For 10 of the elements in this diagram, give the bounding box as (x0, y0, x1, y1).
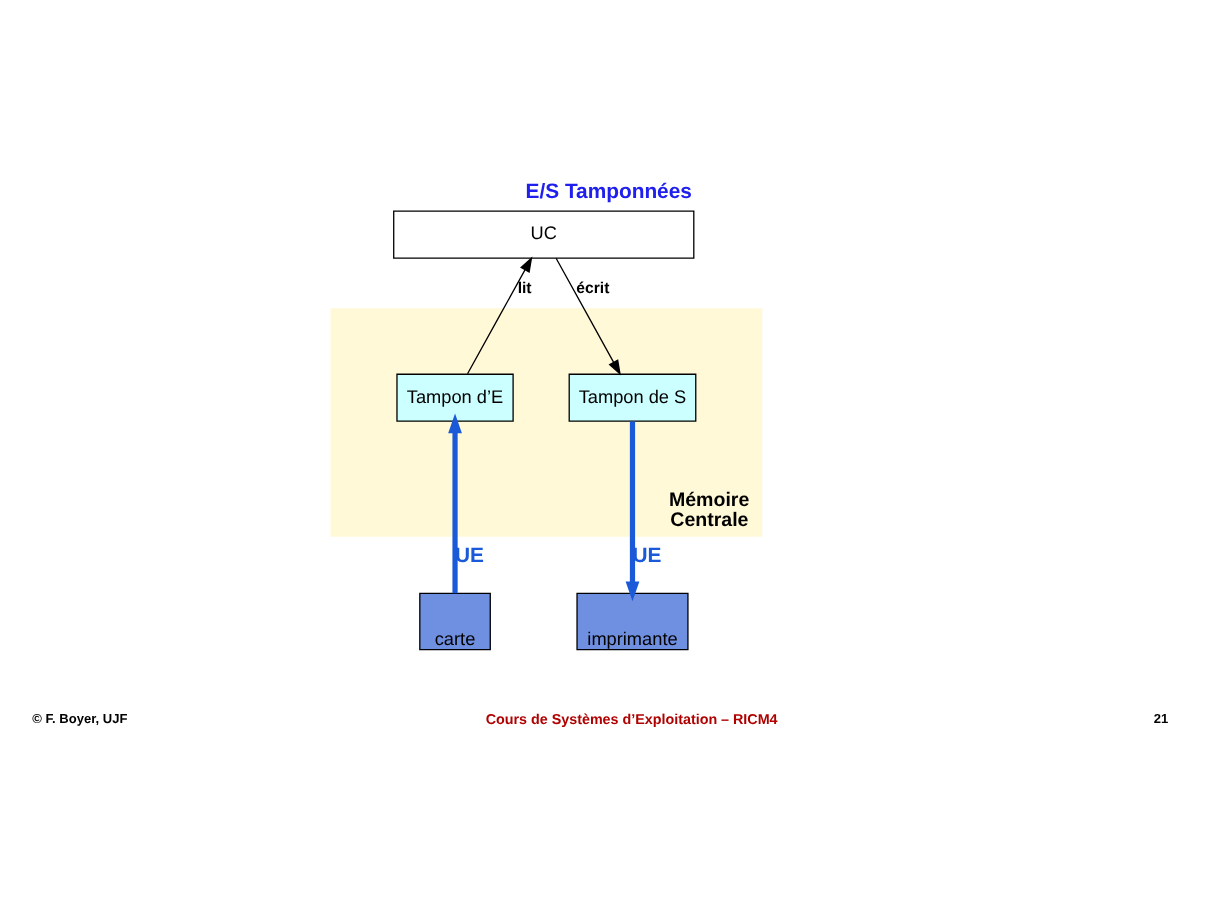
arrow (466, 256, 533, 375)
node-box: imprimante (576, 592, 689, 651)
arrow (555, 257, 621, 376)
node-box: carte (419, 592, 491, 651)
node-box: UC (393, 210, 695, 259)
node-box: Tampon d’E (396, 373, 514, 422)
diagram-title: E/S Tamponnées (525, 181, 692, 204)
arrow (625, 421, 640, 602)
node-box: Tampon de S (568, 373, 697, 422)
arrow (448, 413, 462, 594)
